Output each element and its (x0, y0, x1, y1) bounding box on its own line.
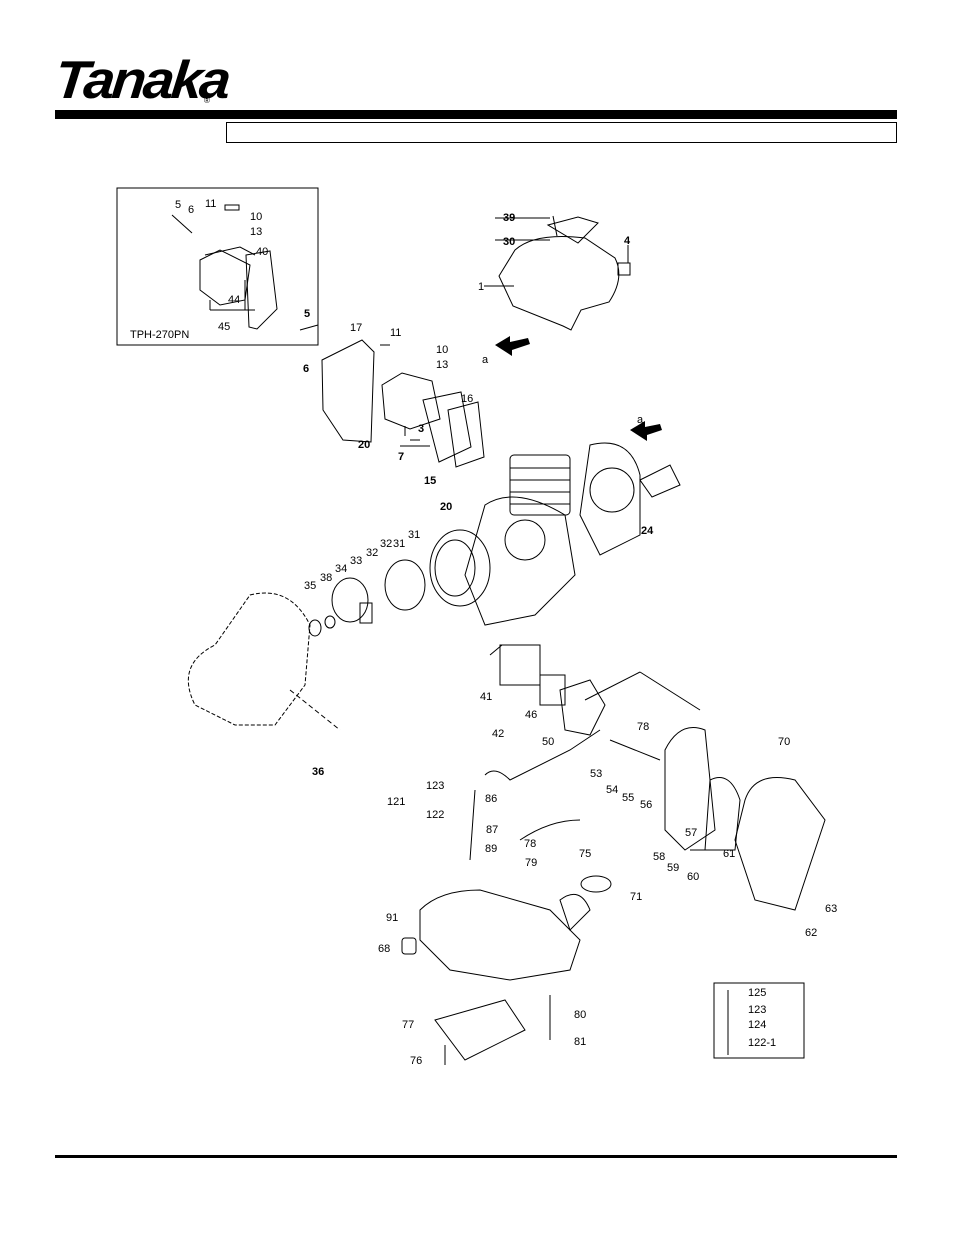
label-59: 59 (667, 862, 679, 874)
label-arrow-a2: a (637, 414, 644, 426)
carburetor (489, 644, 701, 736)
inset-muffler (171, 204, 319, 331)
label-24: 24 (641, 525, 654, 537)
label-31a: 31 (393, 538, 405, 550)
label-76: 76 (410, 1055, 422, 1067)
label-6b: 6 (303, 363, 309, 375)
label-71: 71 (630, 891, 642, 903)
label-10a: 10 (250, 211, 262, 223)
fuel-tank (401, 875, 612, 981)
label-30: 30 (503, 236, 515, 248)
label-39: 39 (503, 212, 515, 224)
label-121: 121 (387, 796, 405, 808)
inset-box (116, 187, 319, 346)
header-title-box (226, 122, 897, 143)
inset-model-label: TPH-270PN (130, 329, 189, 341)
label-20a: 20 (358, 439, 370, 451)
label-122: 122 (426, 809, 444, 821)
label-60: 60 (687, 871, 699, 883)
recoil-starter (579, 442, 681, 556)
label-70: 70 (778, 736, 790, 748)
engine-block (464, 454, 576, 626)
label-89: 89 (485, 843, 497, 855)
label-32b: 32 (366, 547, 378, 559)
label-7: 7 (398, 451, 404, 463)
label-45: 45 (218, 321, 230, 333)
label-79: 79 (525, 857, 537, 869)
label-44: 44 (228, 294, 240, 306)
small-inset-box (713, 982, 805, 1059)
label-38: 38 (320, 572, 332, 584)
label-68: 68 (378, 943, 390, 955)
label-122-1: 122-1 (748, 1037, 776, 1049)
registered-mark: ® (204, 96, 210, 105)
label-11a: 11 (205, 198, 216, 210)
top-cover (498, 215, 631, 331)
label-42: 42 (492, 728, 504, 740)
header-bar (55, 110, 897, 119)
label-32a: 32 (380, 538, 392, 550)
muffler (381, 372, 441, 430)
tank-bracket (434, 995, 551, 1065)
label-78a: 78 (637, 721, 649, 733)
label-50: 50 (542, 736, 554, 748)
clutch-housing (187, 592, 311, 726)
label-1: 1 (478, 281, 484, 293)
label-20b: 20 (440, 501, 452, 513)
label-61: 61 (723, 848, 735, 860)
label-56: 56 (640, 799, 652, 811)
label-87: 87 (486, 824, 498, 836)
label-10b: 10 (436, 344, 448, 356)
label-86: 86 (485, 793, 497, 805)
label-58: 58 (653, 851, 665, 863)
label-4: 4 (624, 235, 631, 247)
label-57: 57 (685, 827, 697, 839)
label-81: 81 (574, 1036, 586, 1048)
label-5b: 5 (304, 308, 310, 320)
label-5a: 5 (175, 199, 181, 211)
label-arrow-a1: a (482, 354, 489, 366)
arrow-a-1 (495, 336, 530, 356)
label-75: 75 (579, 848, 591, 860)
label-53: 53 (590, 768, 602, 780)
air-cleaner (609, 727, 826, 911)
label-15: 15 (424, 475, 436, 487)
label-77: 77 (402, 1019, 414, 1031)
label-124: 124 (748, 1019, 766, 1031)
label-13b: 13 (436, 359, 448, 371)
label-31b: 31 (408, 529, 420, 541)
label-11b: 11 (390, 327, 401, 339)
label-3: 3 (418, 423, 424, 435)
label-55: 55 (622, 792, 634, 804)
label-125: 125 (748, 987, 766, 999)
fuel-line (484, 729, 601, 781)
label-33: 33 (350, 555, 362, 567)
label-80: 80 (574, 1009, 586, 1021)
footer-rule (55, 1155, 897, 1158)
label-16: 16 (461, 393, 473, 405)
label-123b: 123 (748, 1004, 766, 1016)
label-54: 54 (606, 784, 618, 796)
label-34: 34 (335, 563, 347, 575)
label-123a: 123 (426, 780, 444, 792)
label-41: 41 (480, 691, 492, 703)
heat-shield (321, 339, 375, 443)
label-63: 63 (825, 903, 837, 915)
label-6a: 6 (188, 204, 194, 216)
label-78b: 78 (524, 838, 536, 850)
label-13a: 13 (250, 226, 262, 238)
label-40: 40 (256, 246, 268, 258)
arrow-a-2 (630, 421, 662, 441)
label-35: 35 (304, 580, 316, 592)
label-62: 62 (805, 927, 817, 939)
label-46: 46 (525, 709, 537, 721)
label-36: 36 (312, 766, 324, 778)
label-91: 91 (386, 912, 398, 924)
label-17: 17 (350, 322, 362, 334)
flywheel (308, 529, 491, 637)
